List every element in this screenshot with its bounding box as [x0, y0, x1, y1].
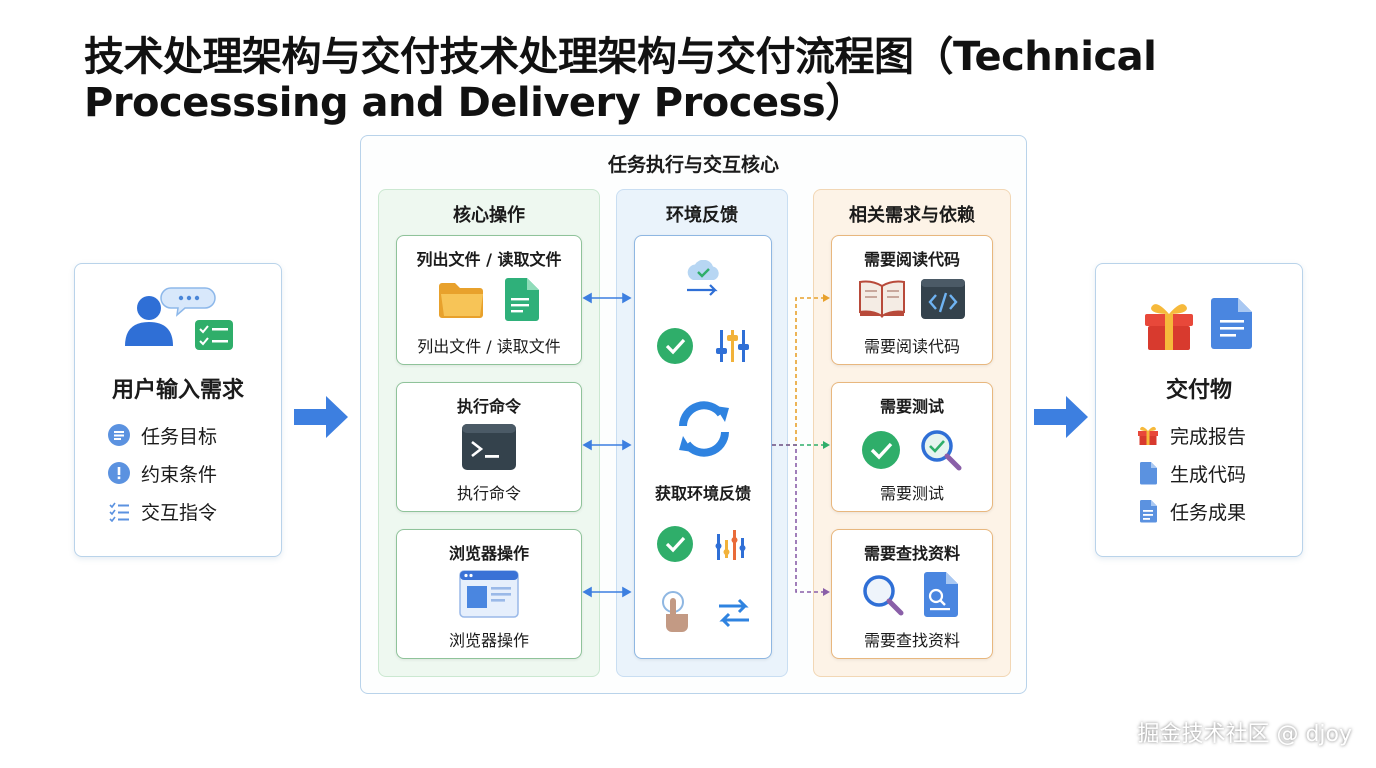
document-icon: [1136, 499, 1160, 523]
list-item-label: 完成报告: [1170, 425, 1247, 448]
sliders-icon: [713, 326, 753, 366]
env-title: 环境反馈: [666, 205, 738, 226]
card-execute-command: 执行命令 执行命令: [396, 382, 582, 512]
page-title: 技术处理架构与交付技术处理架构与交付流程图（Technical Processs…: [84, 34, 1157, 126]
list-item: 生成代码: [1136, 454, 1246, 492]
list-item: 任务目标: [107, 416, 217, 454]
cloud-sync-icon: [683, 260, 725, 298]
card-title: 需要阅读代码: [863, 250, 960, 269]
flow-arrow-out: [1032, 394, 1090, 440]
file-icon: [1136, 461, 1160, 485]
core-container: 任务执行与交互核心 核心操作 列出文件 / 读取文件 列出文件 / 读取文件 执…: [360, 135, 1027, 694]
deps-column: 相关需求与依赖 需要阅读代码 需要阅读代码 需要测试 需要测试 需要查找资料: [813, 189, 1011, 677]
card-subtitle: 执行命令: [456, 484, 521, 503]
touch-icon: [657, 590, 693, 634]
card-subtitle: 需要测试: [879, 484, 944, 503]
card-subtitle: 需要查找资料: [863, 631, 960, 650]
card-subtitle: 列出文件 / 读取文件: [417, 337, 561, 356]
magnifier-icon: [860, 572, 906, 618]
file-icon: [1210, 296, 1254, 350]
input-title: 用户输入需求: [111, 378, 244, 403]
checklist-icon: [107, 499, 131, 523]
list-item: 约束条件: [107, 454, 217, 492]
env-center-label: 获取环境反馈: [654, 484, 751, 503]
equalizer-icon: [713, 526, 753, 564]
browser-icon: [459, 570, 519, 618]
check-circle-icon: [860, 429, 902, 471]
output-title: 交付物: [1165, 378, 1232, 403]
swap-arrows-icon: [715, 596, 753, 630]
env-feedback-card: 获取环境反馈: [634, 235, 772, 659]
list-item-label: 任务成果: [1170, 501, 1247, 524]
list-item: 完成报告: [1136, 416, 1246, 454]
magnifier-check-icon: [918, 427, 964, 473]
refresh-icon: [671, 396, 737, 462]
card-title: 列出文件 / 读取文件: [416, 250, 562, 269]
gift-icon: [1136, 423, 1160, 447]
code-editor-icon: [920, 278, 966, 320]
exclamation-icon: [107, 461, 131, 485]
watermark: 掘金技术社区 @ djoy: [1137, 722, 1352, 747]
folder-icon: [437, 278, 487, 320]
card-subtitle: 浏览器操作: [448, 631, 529, 650]
card-need-test: 需要测试 需要测试: [831, 382, 993, 512]
ops-column: 核心操作 列出文件 / 读取文件 列出文件 / 读取文件 执行命令 执行命令 浏…: [378, 189, 600, 677]
list-item-label: 交互指令: [141, 501, 218, 524]
input-panel: 用户输入需求 任务目标 约束条件 交互指令: [74, 263, 282, 557]
card-title: 浏览器操作: [448, 544, 529, 563]
check-circle-icon: [655, 326, 695, 366]
list-item-label: 约束条件: [141, 463, 218, 486]
card-file-ops: 列出文件 / 读取文件 列出文件 / 读取文件: [396, 235, 582, 365]
check-circle-icon: [655, 524, 695, 564]
list-item-label: 生成代码: [1170, 463, 1247, 486]
ops-title: 核心操作: [453, 205, 525, 226]
card-read-code: 需要阅读代码 需要阅读代码: [831, 235, 993, 365]
list-item: 交互指令: [107, 492, 217, 530]
document-icon: [107, 423, 131, 447]
book-icon: [858, 278, 906, 318]
card-title: 需要查找资料: [863, 544, 960, 563]
card-find-docs: 需要查找资料 需要查找资料: [831, 529, 993, 659]
card-title: 执行命令: [456, 397, 521, 416]
card-browser-ops: 浏览器操作 浏览器操作: [396, 529, 582, 659]
file-icon: [501, 276, 541, 322]
core-title: 任务执行与交互核心: [607, 154, 779, 176]
input-list: 任务目标 约束条件 交互指令: [107, 416, 217, 530]
search-document-icon: [920, 570, 962, 618]
flow-arrow-in: [292, 394, 350, 440]
list-item-label: 任务目标: [141, 425, 218, 448]
card-subtitle: 需要阅读代码: [863, 337, 960, 356]
gift-icon: [1142, 296, 1196, 352]
card-title: 需要测试: [879, 397, 944, 416]
env-column: 环境反馈 获取环境反馈: [616, 189, 788, 677]
list-item: 任务成果: [1136, 492, 1246, 530]
user-chat-icon: [119, 280, 241, 354]
output-list: 完成报告 生成代码 任务成果: [1136, 416, 1246, 530]
terminal-icon: [461, 423, 517, 471]
deps-title: 相关需求与依赖: [849, 205, 975, 226]
output-panel: 交付物 完成报告 生成代码 任务成果: [1095, 263, 1303, 557]
